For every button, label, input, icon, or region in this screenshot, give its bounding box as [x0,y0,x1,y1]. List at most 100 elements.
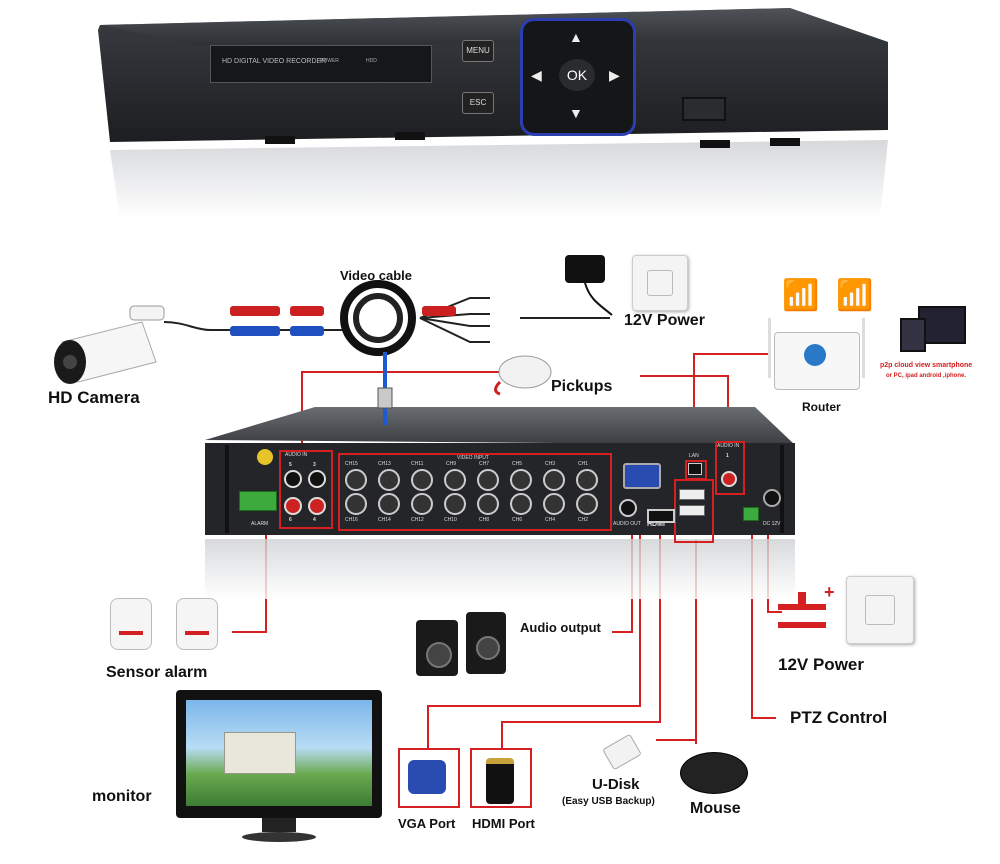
channel-label: CH6 [512,517,523,523]
monitor-house-icon [224,732,296,774]
speaker-right [466,612,506,674]
channel-label: CH3 [545,461,556,467]
mouse-icon [680,752,748,794]
hd-camera-icon [54,305,165,384]
hdmi-label: HDMI [647,521,665,528]
ptz-terminal-block[interactable] [743,507,759,521]
bnc-connector[interactable] [345,493,367,515]
socket-face-icon [865,595,895,625]
audio-in-right-box [715,441,745,495]
lan-box [685,460,707,480]
monitor-label: monitor [92,788,152,805]
socket-face-icon [647,270,673,296]
channel-label: CH13 [378,461,391,467]
dc-plate-long [778,604,826,610]
pir-red-band [185,631,209,635]
lan-port[interactable] [688,463,702,475]
bnc-connector[interactable] [345,469,367,491]
bnc-connector[interactable] [576,469,598,491]
dc-power-symbol-icon: + [778,582,838,638]
audio-in-left-box [279,450,333,529]
bnc-connector[interactable] [543,493,565,515]
usb-box [674,479,714,543]
bnc-connector[interactable] [543,469,565,491]
tablet-device [900,318,926,352]
front-hdd-label: HDD [366,58,377,64]
bnc-connector[interactable] [411,493,433,515]
front-display-text: HD DIGITAL VIDEO RECORDER [222,58,327,65]
channel-label: CH12 [411,517,424,523]
hdmi-port-label: HDMI Port [472,816,535,831]
ptz-control-label: PTZ Control [790,708,888,727]
bnc-connector[interactable] [411,469,433,491]
bnc-connector[interactable] [444,469,466,491]
audio-in-jack[interactable] [284,497,302,515]
bnc-connector[interactable] [477,469,499,491]
menu-button[interactable]: MENU [462,40,494,62]
speaker-cone [426,642,452,668]
audio-right-top-1: 1 [726,453,729,459]
video-input-box [338,453,612,531]
sensor-alarm-label: Sensor alarm [106,664,208,681]
dvr-back-unit: AUDIO IN VIDEO INPUT AUDIO IN ALARM AUDI… [195,405,815,605]
video-cable-label: Video cable [340,268,413,283]
channel-label: CH5 [512,461,523,467]
dc-label: DC 12V [763,521,781,527]
cloud-line1-label: p2p cloud view smartphone [880,362,973,369]
audio-in-right-label: AUDIO IN [717,443,740,449]
audio-out-jack[interactable] [619,499,637,517]
pir-red-band [119,631,143,635]
dvr-front-body [98,8,888,218]
bnc-connector[interactable] [576,493,598,515]
dpad-left-icon[interactable]: ◀ [531,67,542,83]
wifi-icon: 📶 [836,279,874,312]
wall-socket-top-icon [632,255,688,311]
lan-label: LAN [689,453,699,459]
power-top-label: 12V Power [624,312,705,329]
dpad-right-icon[interactable]: ▶ [609,67,620,83]
pir-sensor [176,598,218,650]
usb-port[interactable] [679,505,705,516]
plus-icon: + [824,582,835,602]
router-logo-icon [804,344,826,366]
front-power-label: POWER [320,58,339,64]
audio-in-jack[interactable] [284,470,302,488]
dpad-down-icon[interactable]: ▼ [569,105,583,121]
audio-left-top-1: 5 [289,462,292,468]
hdmi-port[interactable] [647,509,675,523]
dc-power-jack[interactable] [763,489,781,507]
bnc-connector[interactable] [378,469,400,491]
channel-label: CH15 [345,461,358,467]
bnc-connector[interactable] [378,493,400,515]
antenna-icon [768,318,771,378]
bnc-connector[interactable] [510,469,532,491]
vga-port-label: VGA Port [398,816,456,831]
u-disk-sub-label: (Easy USB Backup) [562,796,655,807]
bnc-connector[interactable] [477,493,499,515]
speaker-cone [476,636,500,660]
vga-port[interactable] [623,463,661,489]
wifi-icon: 📶 [782,279,820,312]
dc-plate-bottom [778,622,826,628]
channel-label: CH4 [545,517,556,523]
audio-in-jack[interactable] [308,497,326,515]
front-usb-slot [682,97,726,121]
vga-plug-box [398,748,460,808]
bnc-connector[interactable] [444,493,466,515]
mouse-label: Mouse [690,800,741,817]
bnc-top-row: CH15 CH13 CH11 CH9 CH7 CH5 CH3 CH1 [343,461,605,491]
monitor-icon [176,690,386,850]
alarm-terminal-block[interactable] [239,491,277,511]
front-display-window [210,45,432,83]
bnc-bottom-row: CH16 CH14 CH12 CH10 CH8 CH6 CH4 CH2 [343,491,605,525]
audio-in-jack[interactable] [308,470,326,488]
dpad-up-icon[interactable]: ▲ [569,29,583,45]
audio-in-jack[interactable] [721,471,737,487]
hd-camera-label: HD Camera [48,388,140,407]
ok-button[interactable]: OK [559,59,595,91]
usb-port[interactable] [679,489,705,500]
bnc-connector[interactable] [510,493,532,515]
esc-button[interactable]: ESC [462,92,494,114]
channel-label: CH14 [378,517,391,523]
